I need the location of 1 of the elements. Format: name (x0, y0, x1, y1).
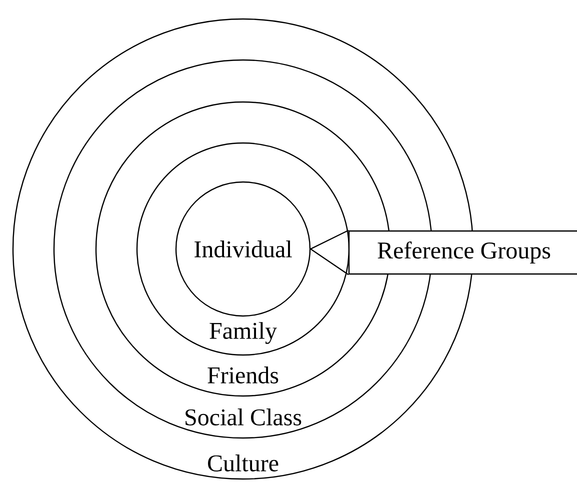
label-box: Reference Groups (348, 230, 577, 275)
